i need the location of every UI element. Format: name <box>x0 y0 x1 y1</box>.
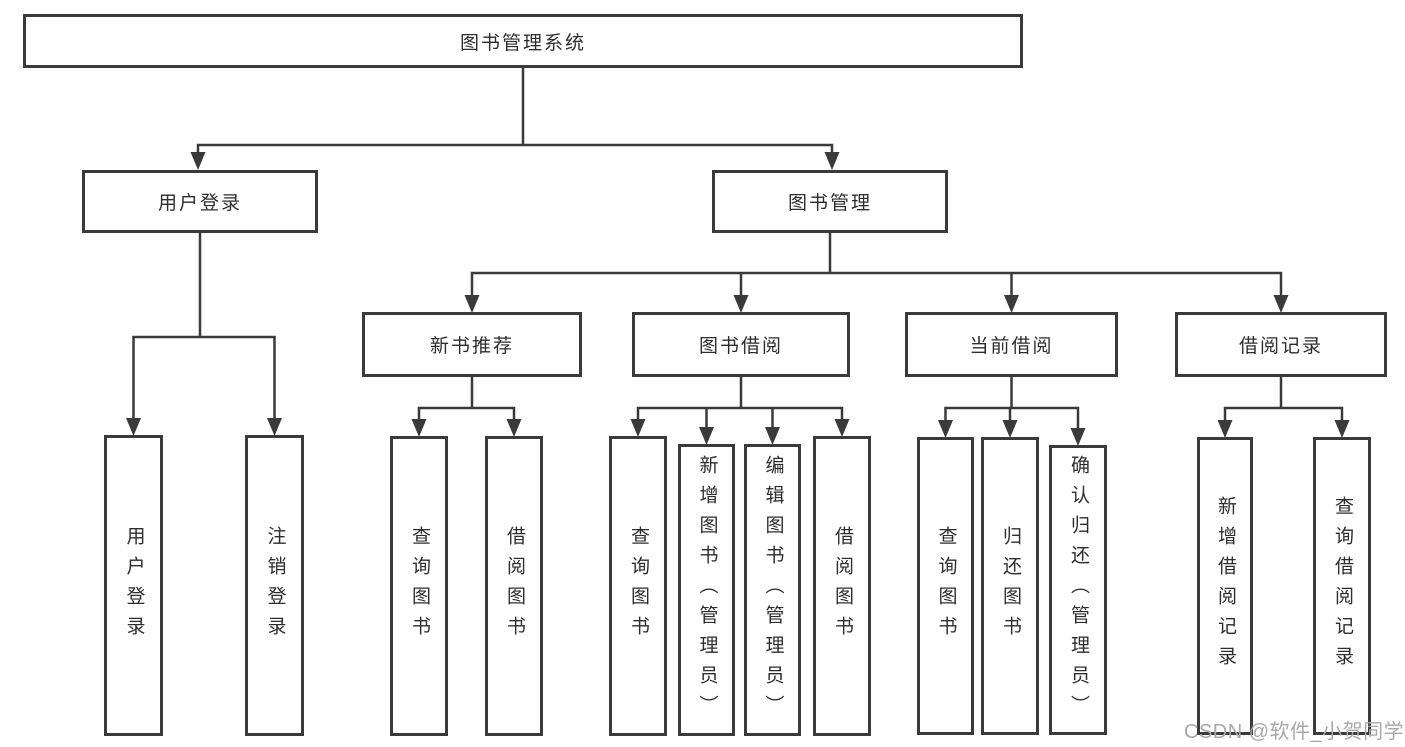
node-leaf-cb-return-books: 归还图书 <box>981 437 1039 735</box>
node-leaf-user-login-label: 用户登录 <box>123 525 145 646</box>
arrowhead-leaf-user-login <box>126 418 141 436</box>
node-leaf-bb-add-books-admin-label: 新增图书（管理员） <box>696 455 718 725</box>
arrowhead-user-login-branch <box>190 152 206 170</box>
node-book-borrow: 图书借阅 <box>632 312 850 377</box>
arrowhead-bb-query <box>630 419 646 437</box>
node-leaf-cb-query-books: 查询图书 <box>917 437 974 735</box>
node-leaf-nbr-borrow-books: 借阅图书 <box>485 436 543 736</box>
arrowhead-bb-borrow <box>834 419 850 437</box>
node-root-label: 图书管理系统 <box>459 32 586 54</box>
arrowhead-leaf-logout <box>267 418 282 436</box>
connector-current-borrow-to-leaves <box>944 375 1080 431</box>
connector-book-borrow-to-leaves <box>636 375 844 430</box>
node-leaf-cb-return-books-label: 归还图书 <box>999 526 1021 646</box>
connector-new-book-rec-to-leaves <box>417 375 516 422</box>
connector-user-login-to-leaves <box>132 231 276 420</box>
arrowhead-nbr-borrow <box>506 419 522 437</box>
node-new-book-rec-label: 新书推荐 <box>429 336 514 357</box>
arrowhead-book-mgmt-branch <box>824 152 840 170</box>
node-leaf-user-login: 用户登录 <box>104 435 163 736</box>
arrowhead-br-query <box>1334 420 1350 438</box>
node-current-borrow: 当前借阅 <box>905 312 1118 377</box>
node-leaf-bb-query-books: 查询图书 <box>609 436 667 736</box>
node-leaf-br-add-record: 新增借阅记录 <box>1197 437 1253 735</box>
node-user-login-branch: 用户登录 <box>82 170 318 233</box>
node-root: 图书管理系统 <box>23 14 1023 68</box>
node-book-mgmt-branch: 图书管理 <box>712 170 948 233</box>
connector-book-mgmt-to-level2 <box>470 231 1283 298</box>
node-leaf-logout-label: 注销登录 <box>264 525 286 646</box>
node-user-login-branch-label: 用户登录 <box>157 193 242 214</box>
arrowhead-bb-edit <box>765 427 780 445</box>
arrowhead-cb-query <box>938 420 953 438</box>
node-leaf-bb-edit-books-admin-label: 编辑图书（管理员） <box>762 455 784 725</box>
node-borrow-records: 借阅记录 <box>1175 312 1387 377</box>
node-new-book-rec: 新书推荐 <box>362 312 582 377</box>
node-borrow-records-label: 借阅记录 <box>1238 336 1323 357</box>
arrowhead-br-add <box>1217 420 1233 438</box>
arrowhead-bb-add <box>699 427 714 445</box>
arrowhead-current-borrow <box>1004 295 1019 313</box>
arrowhead-book-borrow <box>733 295 749 313</box>
node-leaf-nbr-borrow-books-label: 借阅图书 <box>503 526 525 646</box>
node-leaf-cb-confirm-return-admin-label: 确认归还（管理员） <box>1067 455 1089 725</box>
arrowhead-borrow-records <box>1273 295 1289 313</box>
node-leaf-bb-edit-books-admin: 编辑图书（管理员） <box>744 444 801 736</box>
connector-root-to-level1 <box>196 66 834 155</box>
connector-borrow-records-to-leaves <box>1223 375 1344 423</box>
node-leaf-br-add-record-label: 新增借阅记录 <box>1214 496 1236 676</box>
node-leaf-bb-add-books-admin: 新增图书（管理员） <box>678 444 735 736</box>
node-leaf-logout: 注销登录 <box>245 435 304 736</box>
node-leaf-cb-confirm-return-admin: 确认归还（管理员） <box>1049 445 1107 735</box>
node-leaf-bb-borrow-books: 借阅图书 <box>813 436 871 736</box>
watermark: CSDN @软件_小贺同学 <box>1184 721 1405 743</box>
arrowhead-cb-confirm <box>1070 428 1086 446</box>
arrowhead-new-book-rec <box>464 295 480 313</box>
node-leaf-nbr-query-books-label: 查询图书 <box>408 526 430 646</box>
node-book-borrow-label: 图书借阅 <box>698 336 783 357</box>
node-leaf-br-query-record-label: 查询借阅记录 <box>1331 496 1353 676</box>
node-leaf-br-query-record: 查询借阅记录 <box>1313 437 1371 735</box>
arrowhead-nbr-query <box>411 419 427 437</box>
node-leaf-nbr-query-books: 查询图书 <box>390 436 448 736</box>
node-book-mgmt-branch-label: 图书管理 <box>787 193 872 214</box>
node-leaf-bb-borrow-books-label: 借阅图书 <box>831 526 853 646</box>
node-leaf-cb-query-books-label: 查询图书 <box>935 526 957 646</box>
node-current-borrow-label: 当前借阅 <box>969 336 1054 357</box>
arrowhead-cb-return <box>1002 420 1018 438</box>
node-leaf-bb-query-books-label: 查询图书 <box>627 526 649 646</box>
